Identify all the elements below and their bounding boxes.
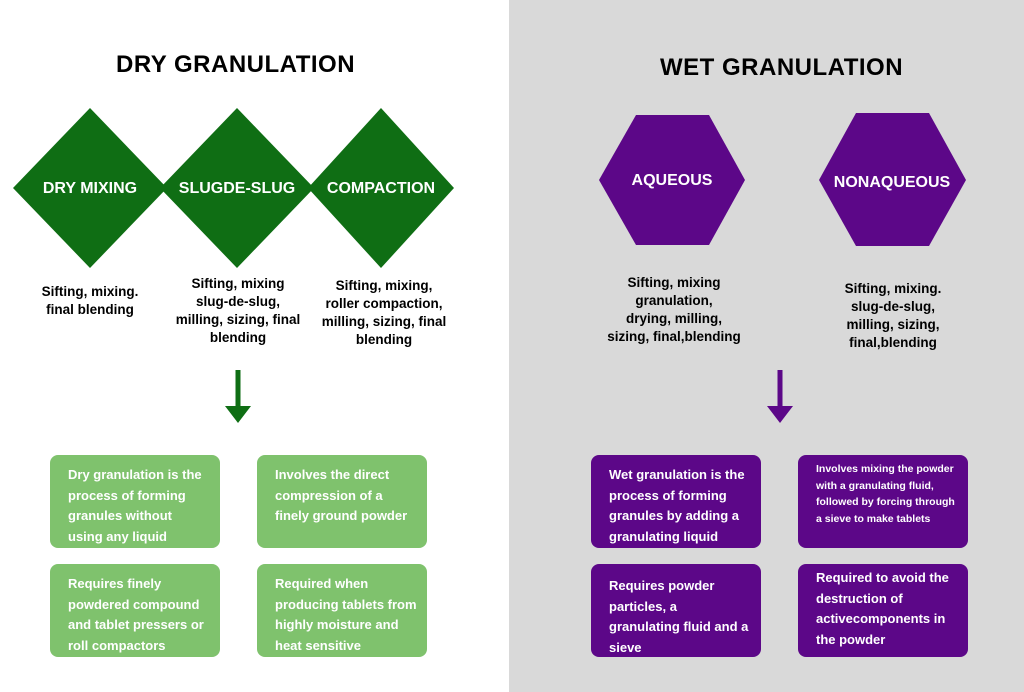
diamond-slugde-slug: [160, 108, 314, 268]
wet-info-box-process: Involves mixing the powder with a granul…: [798, 455, 968, 548]
label-slugde-slug: SLUGDE-SLUG: [178, 180, 296, 197]
desc-line: Sifting, mixing: [627, 275, 721, 290]
desc-line: slug-de-slug,: [851, 299, 935, 314]
desc-line: blending: [209, 330, 267, 345]
dry-info-box-requirements: Requires finely powdered compound and ta…: [50, 564, 220, 657]
desc-nonaqueous: Sifting, mixing. slug-de-slug, milling, …: [818, 280, 968, 352]
desc-dry-mixing: Sifting, mixing. final blending: [25, 283, 155, 319]
label-nonaqueous: NONAQUEOUS: [833, 174, 951, 191]
down-arrow-icon: [767, 370, 793, 423]
wet-process-hexagons: [599, 113, 966, 246]
label-aqueous: AQUEOUS: [631, 172, 713, 189]
desc-line: Sifting, mixing.: [41, 284, 139, 299]
label-compaction: COMPACTION: [326, 180, 436, 197]
wet-info-box-requirements: Requires powder particles, a granulating…: [591, 564, 761, 657]
desc-line: milling, sizing, final: [321, 314, 447, 329]
desc-line: blending: [355, 332, 413, 347]
desc-line: milling, sizing,: [846, 317, 940, 332]
desc-line: sizing, final,blending: [607, 329, 741, 344]
dry-info-box-definition: Dry granulation is the process of formin…: [50, 455, 220, 564]
desc-line: final blending: [46, 302, 134, 317]
desc-aqueous: Sifting, mixing granulation, drying, mil…: [594, 274, 754, 346]
desc-line: roller compaction,: [325, 296, 443, 311]
wet-info-box-definition: Wet granulation is the process of formin…: [591, 455, 761, 548]
dry-process-diamonds: [13, 108, 454, 268]
down-arrow-icon: [225, 370, 251, 423]
desc-line: Sifting, mixing.: [844, 281, 942, 296]
dry-granulation-title: DRY GRANULATION: [116, 51, 356, 78]
label-dry-mixing: DRY MIXING: [42, 180, 138, 197]
desc-line: Sifting, mixing,: [335, 278, 433, 293]
desc-compaction: Sifting, mixing, roller compaction, mill…: [312, 277, 456, 349]
wet-granulation-title: WET GRANULATION: [660, 54, 904, 81]
desc-line: final,blending: [849, 335, 937, 350]
diamond-dry-mixing: [13, 108, 167, 268]
diamond-compaction: [308, 108, 454, 268]
hexagon-aqueous: [599, 115, 745, 245]
hexagon-nonaqueous: [819, 113, 966, 246]
desc-line: milling, sizing, final: [175, 312, 301, 327]
dry-info-box-usage: Required when producing tablets from hig…: [257, 564, 427, 673]
desc-line: slug-de-slug,: [196, 294, 280, 309]
desc-line: drying, milling,: [625, 311, 722, 326]
wet-info-box-usage: Required to avoid the destruction of act…: [798, 564, 968, 657]
desc-slugde-slug: Sifting, mixing slug-de-slug, milling, s…: [168, 275, 308, 347]
desc-line: Sifting, mixing: [191, 276, 285, 291]
desc-line: granulation,: [635, 293, 713, 308]
dry-info-box-compression: Involves the direct compression of a fin…: [257, 455, 427, 548]
